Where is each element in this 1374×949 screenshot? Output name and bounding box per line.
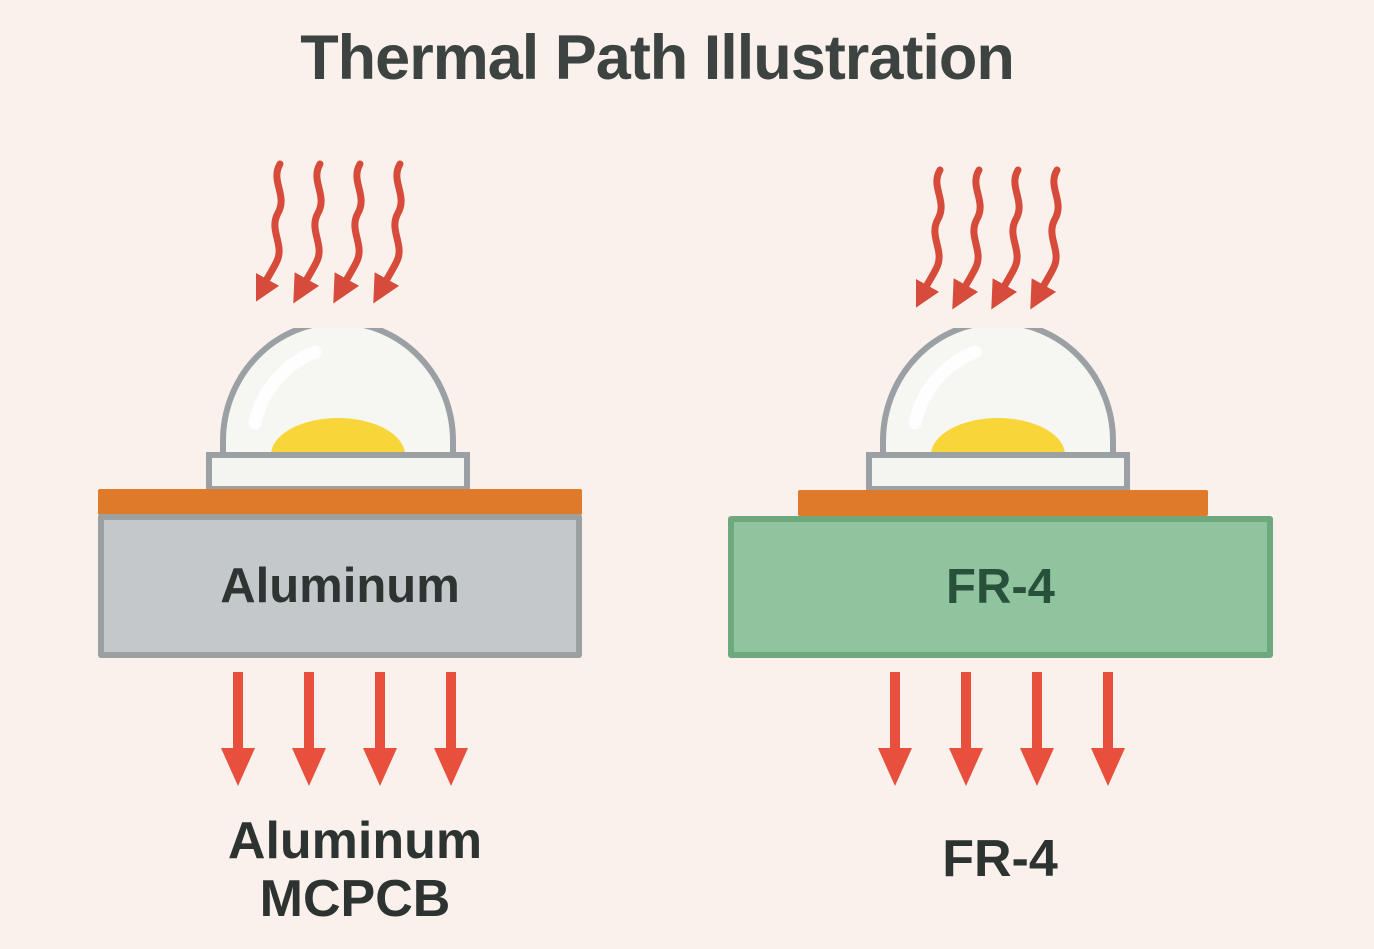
down-arrow-icon [221, 672, 255, 786]
down-arrow-icon [363, 672, 397, 786]
down-arrow-icon [878, 672, 912, 786]
down-arrow-icon [949, 672, 983, 786]
heat-out-arrows-icon [221, 672, 468, 786]
copper-layer [798, 490, 1208, 516]
heat-out-arrows-icon [878, 672, 1125, 786]
wavy-arrow-icon [293, 160, 325, 304]
caption-line2: MCPCB [259, 870, 451, 928]
led-package-icon [866, 328, 1130, 492]
led-dome [880, 328, 1116, 461]
down-arrow-icon [1091, 672, 1125, 786]
led-dome [220, 328, 456, 461]
led-chip [931, 418, 1065, 455]
wavy-arrow-icon [1030, 166, 1062, 310]
led-base [866, 452, 1130, 492]
down-arrow-icon [1020, 672, 1054, 786]
caption-line1: FR-4 [942, 830, 1058, 888]
panel-caption: Aluminum MCPCB [155, 812, 555, 928]
wavy-arrow-icon [373, 160, 405, 304]
panel-caption: FR-4 [800, 830, 1200, 888]
led-dome-highlight [248, 345, 322, 430]
down-arrow-icon [434, 672, 468, 786]
wavy-arrow-icon [333, 160, 365, 304]
led-package-icon [206, 328, 470, 492]
wavy-arrow-icon [916, 166, 945, 310]
heat-in-arrows-icon [916, 166, 1062, 310]
wavy-arrow-icon [952, 166, 984, 310]
caption-line1: Aluminum [227, 812, 483, 870]
page-title: Thermal Path Illustration [300, 23, 1015, 93]
board-label: Aluminum [220, 559, 460, 613]
led-chip [271, 418, 405, 455]
fr4-board: FR-4 [728, 516, 1273, 658]
led-base [206, 452, 470, 492]
heat-in-arrows-icon [256, 160, 405, 304]
down-arrow-icon [292, 672, 326, 786]
board-label: FR-4 [946, 560, 1055, 614]
led-dome-highlight [908, 345, 982, 430]
copper-layer [98, 489, 582, 515]
aluminum-board: Aluminum [98, 514, 582, 658]
wavy-arrow-icon [991, 166, 1023, 310]
wavy-arrow-icon [256, 160, 285, 304]
